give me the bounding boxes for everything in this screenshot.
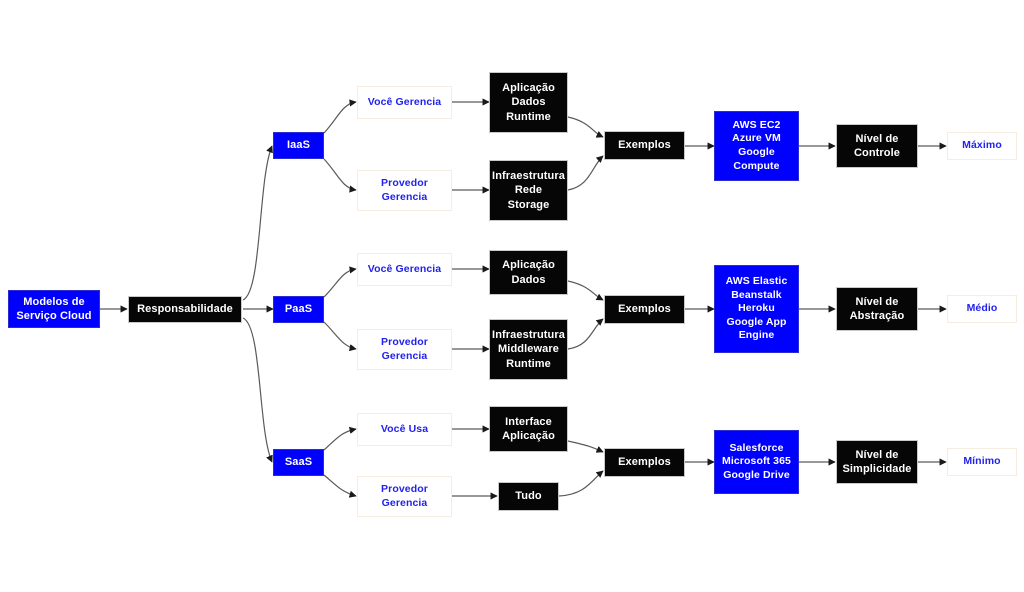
node-saas-examples[interactable]: Salesforce Microsoft 365 Google Drive: [714, 430, 799, 494]
node-label: Exemplos: [618, 303, 671, 316]
node-paas-examples[interactable]: AWS Elastic Beanstalk Heroku Google App …: [714, 265, 799, 353]
node-label: PaaS: [284, 303, 313, 316]
node-label: Nível de Controle: [853, 132, 901, 159]
edge-root-to-saas: [242, 317, 273, 463]
node-saas-you-detail[interactable]: Interface Aplicação: [489, 406, 568, 452]
node-saas-exemplos[interactable]: Exemplos: [604, 448, 685, 477]
edge-iaas-to-provider: [323, 158, 357, 193]
edge-paas-to-provider: [323, 321, 357, 352]
node-label: Exemplos: [618, 456, 671, 469]
node-label: AWS Elastic Beanstalk Heroku Google App …: [725, 274, 788, 342]
node-label: Tudo: [515, 490, 542, 503]
edge-detail-to-exemplos-top-3: [567, 440, 604, 453]
node-model-saas[interactable]: SaaS: [273, 449, 324, 476]
node-paas-provider-detail[interactable]: Infraestrutura Middleware Runtime: [489, 319, 568, 380]
node-label: IaaS: [286, 139, 311, 152]
node-iaas-provider-detail[interactable]: Infraestrutura Rede Storage: [489, 160, 568, 221]
node-cloud-service-models[interactable]: Modelos de Serviço Cloud: [8, 290, 100, 328]
node-label: Aplicação Dados Runtime: [502, 82, 555, 123]
node-model-paas[interactable]: PaaS: [273, 296, 324, 323]
node-model-iaas[interactable]: IaaS: [273, 132, 324, 159]
edge-saas-to-you: [323, 426, 357, 451]
node-paas-exemplos[interactable]: Exemplos: [604, 295, 685, 324]
node-label: Nível de Simplicidade: [842, 448, 912, 475]
node-iaas-examples[interactable]: AWS EC2 Azure VM Google Compute: [714, 111, 799, 181]
node-label: Provedor Gerencia: [381, 482, 428, 509]
node-label: Infraestrutura Rede Storage: [492, 170, 565, 211]
node-label: Responsabilidade: [137, 303, 233, 316]
node-responsabilidade[interactable]: Responsabilidade: [128, 296, 242, 323]
node-iaas-exemplos[interactable]: Exemplos: [604, 131, 685, 160]
node-label: Provedor Gerencia: [381, 335, 428, 362]
node-iaas-level[interactable]: Máximo: [947, 132, 1017, 160]
edge-detail-to-exemplos-top: [567, 116, 604, 138]
node-iaas-you-manages[interactable]: Você Gerencia: [357, 86, 452, 119]
node-paas-you-detail[interactable]: Aplicação Dados: [489, 250, 568, 295]
node-label: Modelos de Serviço Cloud: [16, 295, 92, 322]
edge-saas-to-provider: [323, 474, 357, 498]
node-label: Infraestrutura Middleware Runtime: [492, 329, 565, 370]
node-label: Mínimo: [963, 455, 1001, 468]
node-label: Você Gerencia: [367, 95, 442, 108]
edge-iaas-to-you: [323, 99, 357, 134]
node-paas-provider-manages[interactable]: Provedor Gerencia: [357, 329, 452, 370]
node-iaas-you-detail[interactable]: Aplicação Dados Runtime: [489, 72, 568, 133]
node-iaas-outcome[interactable]: Nível de Controle: [836, 124, 918, 168]
node-label: Máximo: [962, 139, 1002, 152]
node-label: Exemplos: [618, 139, 671, 152]
node-paas-outcome[interactable]: Nível de Abstração: [836, 287, 918, 331]
node-label: Interface Aplicação: [502, 415, 555, 442]
node-label: Provedor Gerencia: [381, 176, 428, 203]
node-label: Nível de Abstração: [849, 295, 905, 322]
edge-detail-to-exemplos-bottom-2: [567, 318, 604, 350]
edge-detail-to-exemplos-bottom: [567, 155, 604, 191]
node-paas-you-manages[interactable]: Você Gerencia: [357, 253, 452, 286]
node-label: AWS EC2 Azure VM Google Compute: [732, 118, 781, 172]
node-saas-outcome[interactable]: Nível de Simplicidade: [836, 440, 918, 484]
node-label: Você Usa: [380, 422, 429, 435]
node-label: SaaS: [284, 456, 313, 469]
node-iaas-provider-manages[interactable]: Provedor Gerencia: [357, 170, 452, 211]
node-label: Você Gerencia: [367, 262, 442, 275]
edge-detail-to-exemplos-bottom-3: [558, 470, 604, 497]
node-saas-provider-detail[interactable]: Tudo: [498, 482, 559, 511]
node-label: Médio: [966, 302, 998, 315]
edge-root-to-iaas: [242, 145, 273, 301]
node-saas-provider-manages[interactable]: Provedor Gerencia: [357, 476, 452, 517]
node-label: Aplicação Dados: [502, 259, 555, 286]
edge-paas-to-you: [323, 266, 357, 298]
node-saas-level[interactable]: Mínimo: [947, 448, 1017, 476]
node-saas-you-uses[interactable]: Você Usa: [357, 413, 452, 446]
edge-detail-to-exemplos-top-2: [567, 280, 604, 301]
node-label: Salesforce Microsoft 365 Google Drive: [722, 441, 791, 481]
node-paas-level[interactable]: Médio: [947, 295, 1017, 323]
